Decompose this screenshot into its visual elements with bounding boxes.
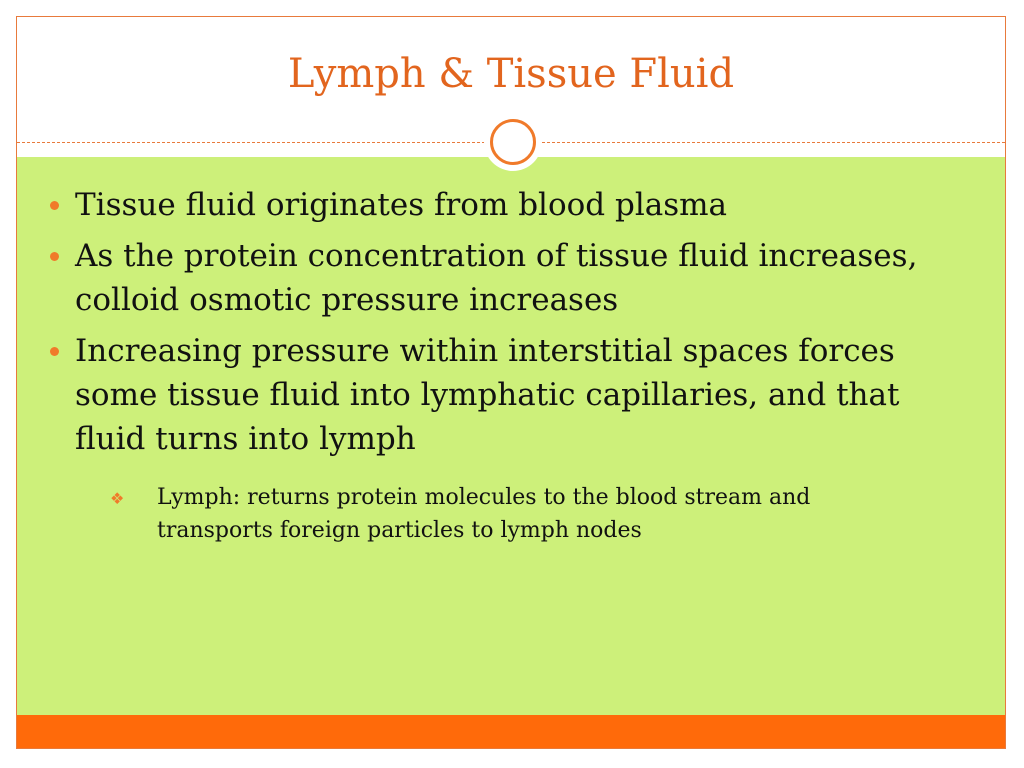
footer-bar <box>17 715 1005 748</box>
sub-bullet-list: ❖ Lymph: returns protein molecules to th… <box>107 481 907 547</box>
bullet-text: Increasing pressure within interstitial … <box>75 333 900 457</box>
bullet-text: Tissue fluid originates from blood plasm… <box>75 187 728 223</box>
content-area: Tissue fluid originates from blood plasm… <box>17 157 1005 717</box>
bullet-item: Increasing pressure within interstitial … <box>47 329 977 461</box>
orange-dot-icon <box>50 347 59 356</box>
bullet-item: As the protein concentration of tissue f… <box>47 234 977 322</box>
ring-circle <box>490 119 536 165</box>
orange-dot-icon <box>50 252 59 261</box>
diamond-bullet-icon: ❖ <box>110 489 125 508</box>
slide-title: Lymph & Tissue Fluid <box>287 51 735 97</box>
ring-ornament-icon <box>484 113 542 171</box>
sub-bullet-text: Lymph: returns protein molecules to the … <box>157 485 811 543</box>
sub-bullet-item: ❖ Lymph: returns protein molecules to th… <box>107 481 907 547</box>
bullet-text: As the protein concentration of tissue f… <box>75 238 918 318</box>
slide: Lymph & Tissue Fluid Tissue fluid origin… <box>16 16 1006 749</box>
bullet-list: Tissue fluid originates from blood plasm… <box>47 183 977 468</box>
bullet-item: Tissue fluid originates from blood plasm… <box>47 183 977 227</box>
orange-dot-icon <box>50 201 59 210</box>
